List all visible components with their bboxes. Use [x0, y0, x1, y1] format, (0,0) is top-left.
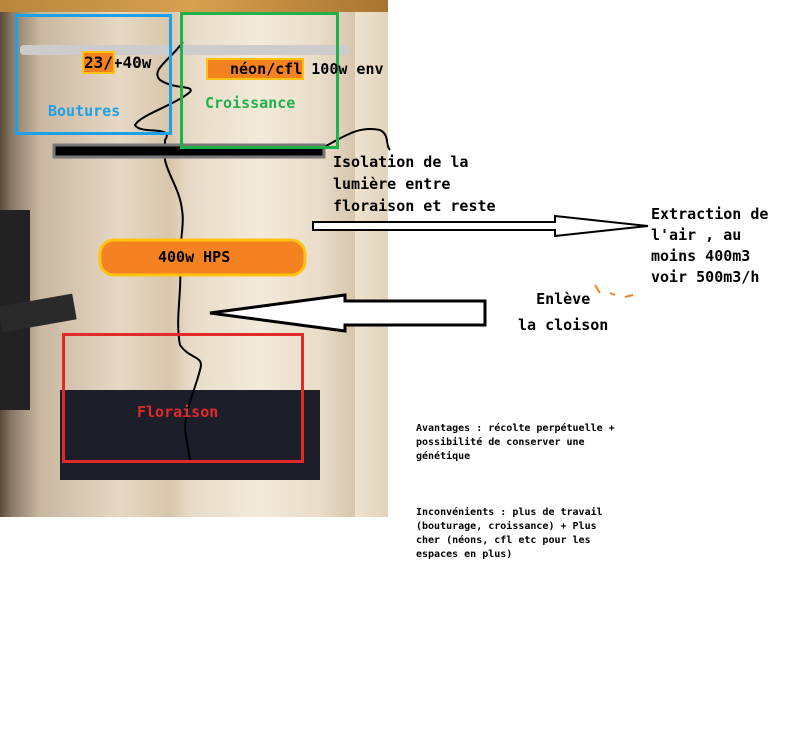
isolation-note: Isolation de la lumière entre floraison … [333, 153, 496, 215]
hps-label: 400w HPS [158, 248, 231, 266]
boutures-label: Boutures [48, 102, 121, 120]
croissance-label: Croissance [205, 94, 296, 112]
croissance-zone [180, 12, 339, 149]
power-cable-2 [317, 128, 391, 151]
floraison-label: Floraison [137, 403, 219, 421]
orange-marks [594, 284, 634, 298]
croissance-light-rest: 100w env [302, 60, 384, 78]
cloison-note: Enlève la cloison [518, 290, 609, 334]
croissance-light: néon/cfl 100w env [205, 58, 384, 80]
advantages-note: Avantages : récolte perpétuelle + possib… [416, 423, 615, 462]
hanging-rod [20, 45, 350, 55]
floraison-zone [62, 333, 304, 463]
extraction-arrow [312, 214, 649, 238]
boutures-power-rest: +40w [112, 53, 152, 72]
boutures-power-highlight: 23/ [82, 51, 115, 74]
hps-lamp [98, 238, 307, 277]
disadvantages-note: Inconvénients : plus de travail (boutura… [416, 507, 603, 560]
boutures-zone [15, 14, 172, 135]
croissance-light-highlight: néon/cfl [205, 58, 305, 80]
notes-block: Avantages : récolte perpétuelle + possib… [416, 408, 616, 576]
extraction-note: Extraction de l'air , au moins 400m3 voi… [651, 205, 769, 286]
boutures-power: 23/+40w [82, 51, 152, 74]
closet-door [355, 12, 388, 517]
shelf-top [0, 0, 388, 12]
power-cable [133, 41, 202, 461]
cloison-arrow [209, 293, 487, 333]
